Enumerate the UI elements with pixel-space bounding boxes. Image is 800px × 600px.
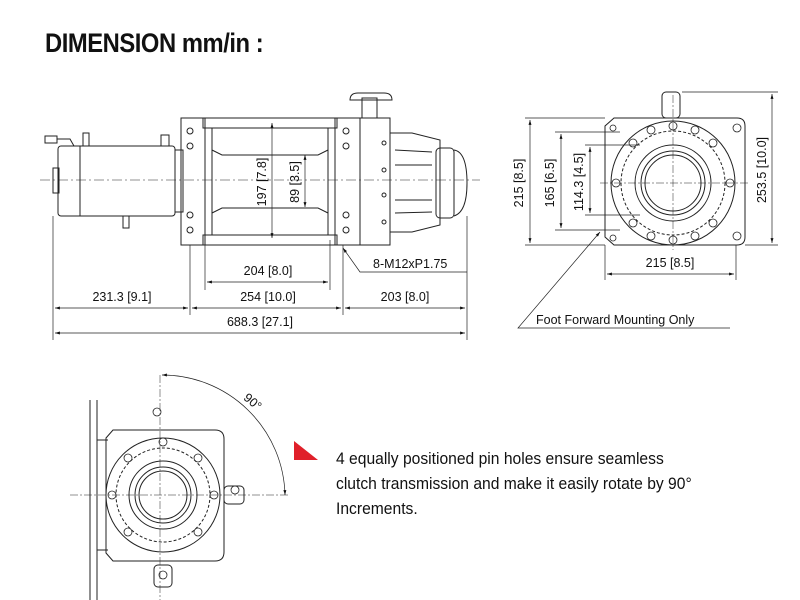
motor: [57, 145, 176, 217]
dim-114: 114.3 [4.5]: [572, 153, 586, 211]
winch-rotation-view: [70, 373, 290, 600]
mounting-note: Foot Forward Mounting Only: [536, 313, 695, 327]
clutch-handle: [361, 97, 378, 119]
dim-motor: 231.3 [9.1]: [92, 290, 151, 304]
dim-drum-length: 204 [8.0]: [244, 264, 293, 278]
winch-side-view: [40, 92, 480, 246]
dim-total-height: 253.5 [10.0]: [755, 137, 769, 203]
feature-note-line: clutch transmission and make it easily r…: [336, 474, 692, 493]
right-frame: [334, 117, 361, 246]
rotation-angle-label: 90°: [241, 390, 264, 413]
bolt-spec: 8-M12xP1.75: [373, 257, 447, 271]
red-marker-icon: [294, 441, 318, 460]
feature-note: 4 equally positioned pin holes ensure se…: [336, 446, 692, 521]
dim-height-left: 215 [8.5]: [512, 159, 526, 208]
dim-frame: 254 [10.0]: [240, 290, 296, 304]
dim-overall: 688.3 [27.1]: [227, 315, 293, 329]
dim-gearbox: 203 [8.0]: [381, 290, 430, 304]
gearbox: [359, 117, 391, 246]
dim-width: 215 [8.5]: [646, 256, 695, 270]
feature-note-line: 4 equally positioned pin holes ensure se…: [336, 449, 664, 468]
page-title: DIMENSION mm/in :: [45, 28, 264, 58]
feature-note-line: Increments.: [336, 499, 418, 518]
dim-flange-dia: 197 [7.8]: [255, 158, 269, 207]
dim-drum-dia: 89 [3.5]: [288, 161, 302, 203]
left-frame: [180, 117, 206, 246]
dim-165: 165 [6.5]: [543, 159, 557, 208]
winch-end-view: [600, 91, 750, 250]
